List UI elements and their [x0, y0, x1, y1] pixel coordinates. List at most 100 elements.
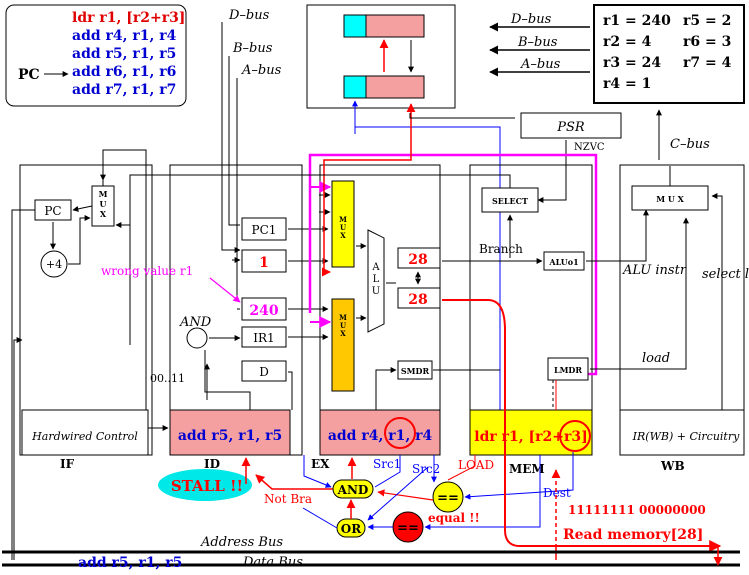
- load-signal-label: LOAD: [458, 458, 494, 472]
- wrong-value-arrow: [209, 277, 241, 303]
- b-bus-wire: [228, 56, 240, 226]
- aluo1-label: ALUo1: [548, 257, 578, 267]
- aluo1-to-wbmux: [586, 209, 649, 262]
- pc-label: PC: [18, 67, 40, 83]
- pc1-label: PC1: [252, 223, 277, 237]
- wb-mux: [631, 185, 709, 211]
- select-to-pc-wire: [129, 174, 511, 225]
- mem-instr-box: [469, 409, 593, 456]
- bits-label: 00..11: [150, 372, 185, 385]
- branch-label: Branch: [479, 242, 523, 256]
- a-bus-label-right: A–bus: [520, 57, 561, 72]
- reg-port-pink-bottom: [365, 75, 425, 99]
- and-label: AND: [179, 315, 212, 330]
- d-register: [241, 360, 287, 382]
- reg-addr-blue-wire: [355, 126, 501, 410]
- src1-wire: [374, 455, 401, 488]
- pc-register-label: PC: [44, 204, 61, 218]
- adder-to-mux-arrow: [68, 215, 91, 265]
- or-to-and: [302, 507, 338, 529]
- stage-mem-label: MEM: [509, 462, 545, 476]
- wb-instr-label: IR(WB) + Circuitry: [632, 430, 740, 443]
- register-value: r7 = 4: [683, 55, 732, 71]
- register-value: r5 = 2: [683, 13, 731, 29]
- register-file-box: [593, 4, 745, 104]
- c-bus-label: C–bus: [670, 137, 710, 152]
- d-to-ex-wire: [288, 371, 293, 410]
- wb-mux-label: M U X: [656, 194, 684, 204]
- d-bus-label-right: D–bus: [510, 12, 552, 27]
- wb-instr-box: [619, 409, 745, 456]
- stage-if-label: IF: [60, 457, 75, 471]
- register-value: r1 = 240: [603, 13, 671, 29]
- id-instr-box: [169, 409, 291, 456]
- wb-select-wire: [711, 193, 723, 410]
- psr-label: PSR: [556, 120, 585, 135]
- ex-instr-box: [319, 409, 441, 456]
- b-bus-label-right: B–bus: [517, 35, 558, 50]
- bits-pattern-label: 11111111 00000000: [568, 503, 706, 517]
- ex-mux-bottom: [331, 298, 355, 392]
- reg-port-cyan-top: [343, 14, 367, 38]
- ex-instr-text: add r4, r1, r4: [328, 428, 433, 444]
- ex-mux-bottom-u: U: [340, 321, 346, 330]
- not-bra-label: Not Bra: [264, 492, 312, 506]
- ex-src-highlight: [384, 417, 416, 449]
- and-gate-id: [186, 327, 208, 349]
- program-line: add r6, r1, r6: [72, 64, 176, 80]
- program-line: ldr r1, [r2+r3]: [72, 10, 185, 26]
- program-line: add r5, r1, r5: [72, 46, 176, 62]
- ex-out-value-2: 28: [408, 292, 427, 308]
- a-register: [241, 297, 287, 321]
- data-bus-label: Data Bus: [242, 555, 303, 570]
- if-mux-u: U: [100, 199, 107, 209]
- eq1-label: ==: [437, 491, 459, 506]
- ex-mux-top-u: U: [340, 223, 346, 232]
- const-value: 1: [259, 255, 269, 271]
- src1-to-or: [367, 466, 429, 521]
- dest-label: Dest: [543, 486, 571, 500]
- b-bus-label-left: B–bus: [232, 41, 273, 56]
- alu-unit: [367, 229, 385, 333]
- ex-mux-top-x: X: [340, 231, 346, 240]
- stage-wb-label: WB: [660, 459, 685, 473]
- register-value: r2 = 4: [603, 34, 652, 50]
- mem-instr-text: ldr r1, [r2+r3]: [474, 429, 587, 445]
- register-file-frame: [306, 4, 456, 109]
- stall-bubble: [158, 469, 252, 501]
- ex-to-smdr: [375, 367, 397, 410]
- register-value: r4 = 1: [603, 76, 651, 92]
- address-bus-label: Address Bus: [200, 535, 283, 550]
- hardwired-control-box: [21, 409, 149, 456]
- pc1-register: [241, 217, 287, 241]
- ex-out-register-1: [397, 247, 441, 269]
- eq-comparator-1: [432, 481, 464, 513]
- stall-label: STALL !!: [171, 477, 243, 495]
- register-value: r6 = 3: [683, 34, 731, 50]
- eq1-to-and: [377, 489, 434, 501]
- lmdr-register: [547, 357, 589, 381]
- and-gate-label: AND: [337, 483, 369, 497]
- plus4-adder: [40, 250, 68, 278]
- stage-id-label: ID: [204, 457, 220, 471]
- dest-to-eq2: [424, 455, 541, 530]
- program-box: [5, 4, 187, 107]
- lmdr-label: LMDR: [554, 365, 582, 375]
- smdr-label: SMDR: [401, 366, 430, 376]
- mem-dest-highlight: [559, 420, 591, 452]
- forwarding-path-magenta: [308, 153, 598, 376]
- equal-label: equal !!: [428, 511, 480, 525]
- psr-top-wire: [409, 113, 515, 119]
- address-read-path: [442, 299, 722, 552]
- forwarding-path-red: [321, 150, 412, 277]
- load-label: load: [642, 351, 670, 366]
- ir1-label: IR1: [253, 331, 274, 345]
- plus4-label: +4: [46, 258, 62, 271]
- alu-a: A: [371, 262, 380, 273]
- ex-out-value-1: 28: [408, 252, 427, 268]
- mux-to-pc-arrow: [72, 205, 93, 212]
- databus-to-if-arrow: [13, 337, 23, 560]
- alu-u: U: [372, 286, 380, 297]
